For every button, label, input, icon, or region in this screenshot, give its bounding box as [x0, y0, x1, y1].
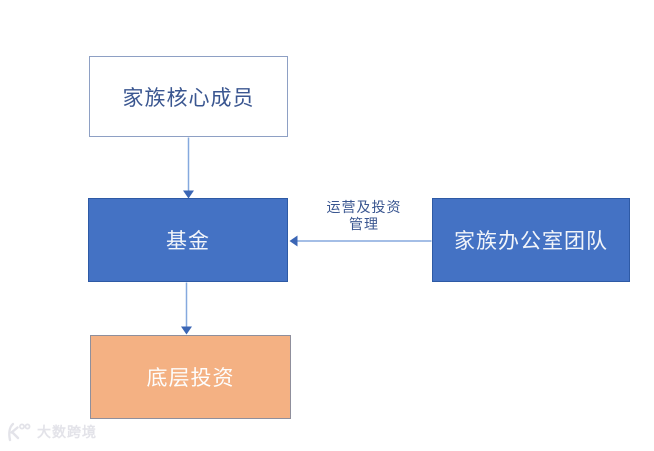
arrow-office-to-fund-head-icon: [289, 235, 298, 247]
node-underlying-investment: 底层投资: [90, 335, 291, 419]
node-family-core-label: 家族核心成员: [122, 86, 255, 110]
node-family-core-members: 家族核心成员: [89, 56, 288, 137]
edge-label-line2: 管理: [349, 216, 379, 232]
node-fund-label: 基金: [166, 230, 210, 253]
edge-label-operations-management: 运营及投资 管理: [308, 199, 420, 233]
watermark-text: 大数跨境: [37, 424, 97, 440]
node-family-office-team: 家族办公室团队: [432, 198, 630, 282]
watermark: 大数跨境: [5, 422, 97, 442]
arrow-fund-to-underlying-head-icon: [181, 326, 192, 335]
edge-label-line1: 运营及投资: [326, 199, 402, 215]
node-fund: 基金: [88, 198, 288, 282]
watermark-logo-icon: [8, 422, 31, 442]
node-underlying-label: 底层投资: [146, 367, 235, 390]
node-family-office-label: 家族办公室团队: [454, 230, 608, 253]
